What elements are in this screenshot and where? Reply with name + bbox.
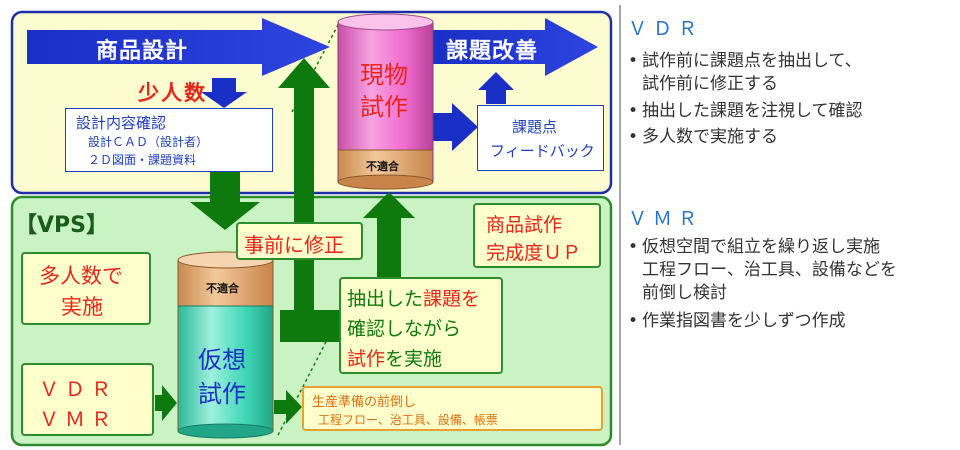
- quality-up-line1: 商品試作: [486, 214, 563, 236]
- fix-up-arrow: [278, 58, 330, 342]
- prep-arrow: [274, 390, 302, 424]
- sidebar-vmr-heading: ＶＭＲ: [628, 208, 704, 230]
- check-trial-line3a: 試作: [347, 348, 386, 370]
- sidebar-vdr-item-2-line1: 抽出した課題を注視して確認: [642, 101, 863, 121]
- virtual-trial-label-2: 試作: [198, 380, 246, 408]
- sidebar-vmr-item-1-line3: 前倒し検討: [642, 283, 727, 303]
- design-review-line2: ２Ｄ図面・課題資料: [88, 153, 197, 167]
- bullet-dot: •: [628, 101, 639, 121]
- bullet-dot: •: [628, 237, 639, 257]
- fix-in-advance-label: 事前に修正: [244, 233, 344, 257]
- vmr-label: ＶＭＲ: [39, 407, 117, 431]
- quality-up-box: 商品試作 完成度ＵＰ: [473, 203, 601, 268]
- check-trial-line1: 抽出した課題を: [347, 284, 480, 311]
- dotted-guide-top: [291, 24, 339, 113]
- check-trial-box: 抽出した課題を 確認しながら 試作を実施: [339, 277, 503, 374]
- sidebar-vmr-item-1-line1: 仮想空間で組立を繰り返し実施: [642, 237, 880, 257]
- bullet-dot: •: [628, 51, 639, 71]
- virtual-nonconformity-label: 不適合: [206, 282, 239, 295]
- sidebar-vmr-item-2-line1: 作業指図書を少しずつ作成: [642, 311, 846, 331]
- production-prep-detail: 工程フロー、治工具、設備、帳票: [318, 413, 498, 427]
- production-prep-title: 生産準備の前倒し: [312, 395, 417, 410]
- feedback-line1: 課題点: [512, 118, 558, 136]
- physical-trial-label-1: 現物: [360, 61, 408, 89]
- feedback-up-arrow: [478, 72, 514, 104]
- fix-in-advance-box: 事前に修正: [236, 222, 363, 260]
- vps-title: 【VPS】: [15, 213, 108, 238]
- physical-nonconformity-label: 不適合: [366, 160, 399, 173]
- check-trial-line3b: を実施: [385, 348, 443, 370]
- few-people-label: 少人数: [138, 81, 207, 105]
- feedback-line2: フィードバック: [490, 142, 595, 160]
- bullet-dot: •: [628, 311, 639, 331]
- vdr-vmr-arrow: [155, 385, 177, 421]
- sidebar-vdr-heading: ＶＤＲ: [628, 18, 704, 40]
- check-trial-line3: 試作を実施: [347, 344, 442, 371]
- vdr-label: ＶＤＲ: [39, 377, 117, 401]
- many-people-box: 多人数で 実施: [21, 252, 151, 325]
- virtual-trial-cylinder: [177, 251, 274, 439]
- design-review-title: 設計内容確認: [76, 114, 167, 132]
- feedback-box: 課題点 フィードバック: [477, 105, 604, 171]
- product-design-arrow: [27, 18, 330, 76]
- production-prep-box: 生産準備の前倒し 工程フロー、治工具、設備、帳票: [302, 386, 603, 431]
- review-to-vps-arrow: [190, 172, 260, 230]
- issue-improvement-arrow: [432, 18, 598, 76]
- physical-trial-cylinder: [337, 13, 434, 190]
- check-trial-line2: 確認しながら: [347, 318, 462, 340]
- physical-trial-label-2: 試作: [360, 93, 408, 121]
- design-review-line1: 設計ＣＡＤ（設計者）: [88, 135, 209, 149]
- to-feedback-arrow: [433, 103, 478, 151]
- bullet-dot: •: [628, 127, 639, 147]
- design-review-box: 設計内容確認 設計ＣＡＤ（設計者） ２Ｄ図面・課題資料: [65, 108, 273, 172]
- sidebar-vdr-item-1-line1: 試作前に課題点を抽出して、: [642, 51, 862, 71]
- quality-up-line2: 完成度ＵＰ: [486, 242, 582, 264]
- check-trial-line1a: 抽出した: [347, 288, 424, 310]
- vdr-vmr-box: ＶＤＲ ＶＭＲ: [21, 363, 154, 436]
- product-design-label: 商品設計: [96, 39, 189, 64]
- issue-improvement-label: 課題改善: [446, 39, 539, 64]
- check-trial-line1b: 課題を: [423, 288, 481, 310]
- virtual-trial-label-1: 仮想: [198, 346, 246, 374]
- sidebar-vmr-item-1-line2: 工程フロー、治工具、設備などを: [642, 260, 897, 280]
- sidebar-vdr-item-3-line1: 多人数で実施する: [642, 127, 778, 147]
- many-people-line1: 多人数で: [39, 264, 123, 288]
- few-people-down-arrow: [201, 78, 247, 108]
- many-people-line2: 実施: [61, 295, 103, 319]
- sidebar-vdr-item-1-line2: 試作前に修正する: [642, 74, 778, 94]
